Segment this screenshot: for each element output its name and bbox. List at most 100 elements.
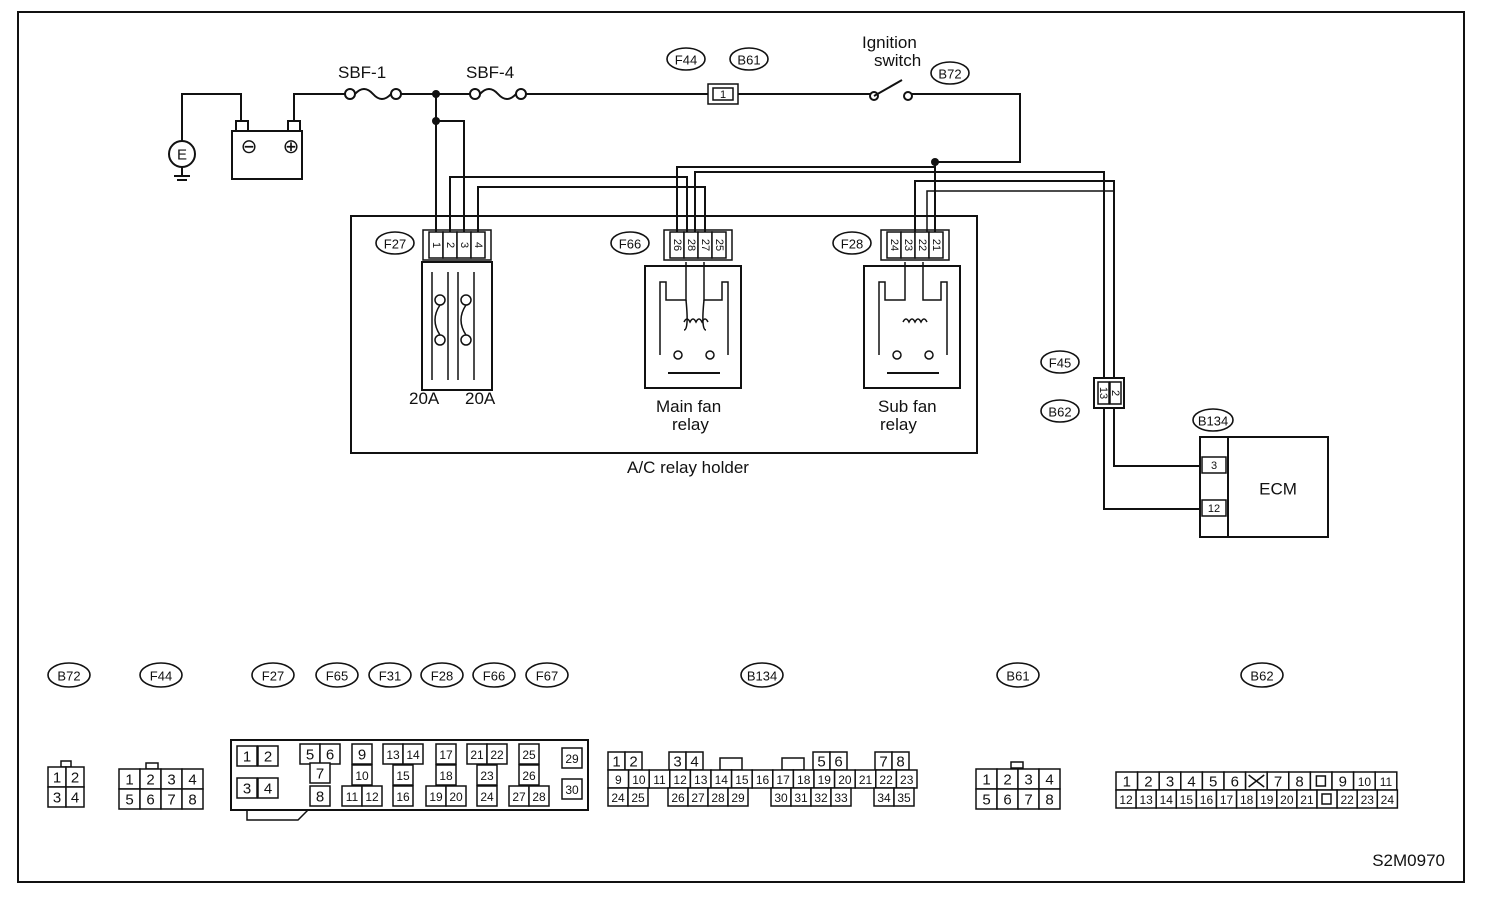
b61-key bbox=[1010, 761, 1024, 769]
b134-pin: 30 bbox=[774, 791, 788, 805]
f66-terminal-pin: 25 bbox=[713, 239, 725, 251]
inline-pin: 1 bbox=[720, 89, 726, 101]
tag-f44: F44 bbox=[666, 47, 706, 71]
f45-pin-13: 13 bbox=[1097, 387, 1109, 399]
b72-pin: 2 bbox=[71, 770, 79, 787]
relay-connector-pin: 2 bbox=[264, 749, 272, 766]
b61-cell bbox=[1038, 788, 1061, 810]
b62-pin: 23 bbox=[1361, 793, 1375, 807]
connector-tag-oval bbox=[996, 662, 1040, 688]
b62-pin: 16 bbox=[1200, 793, 1214, 807]
fuse-sbf1-label: SBF-1 bbox=[338, 63, 386, 82]
tag-b62-mid: B62 bbox=[1040, 399, 1080, 423]
b62-pin: 24 bbox=[1381, 793, 1395, 807]
relay-connector-pin: 21 bbox=[470, 748, 484, 762]
f44-pin: 4 bbox=[188, 772, 196, 789]
b62-pin: 1 bbox=[1123, 774, 1131, 791]
f27-terminal-frame bbox=[422, 229, 492, 261]
wire-f28-to-f45-a bbox=[914, 180, 1115, 378]
f66-terminal-pin: 26 bbox=[671, 239, 683, 251]
relay-connector-pin: 4 bbox=[264, 781, 272, 798]
connector-tag-label: B62 bbox=[1250, 669, 1273, 684]
connector-tag-label: B72 bbox=[57, 669, 80, 684]
f44-pin: 7 bbox=[167, 792, 175, 809]
fuse-rating-2: 20A bbox=[465, 389, 496, 408]
main-fan-relay-label-2: relay bbox=[672, 415, 709, 434]
b134-pin: 2 bbox=[629, 754, 637, 771]
b134-pin: 6 bbox=[834, 754, 842, 771]
b134-pin: 12 bbox=[673, 773, 687, 787]
b62-pin: 11 bbox=[1380, 775, 1393, 789]
relay-connector-pin: 12 bbox=[365, 790, 379, 804]
relay-connector-cell bbox=[392, 785, 414, 807]
svg-text:F27: F27 bbox=[384, 237, 406, 252]
connector-tag-label: F27 bbox=[262, 669, 284, 684]
wire-f27-4-to-f66 bbox=[477, 186, 706, 232]
connector-f44-b61: 1 bbox=[707, 83, 739, 105]
relay-connector-cell bbox=[236, 745, 258, 767]
relay-connector-pin: 15 bbox=[396, 769, 410, 783]
battery-plus: ⊕ bbox=[283, 136, 300, 158]
f28-terminal-cell bbox=[928, 231, 944, 259]
f66-terminal-frame bbox=[663, 229, 733, 261]
b62-pin: 19 bbox=[1260, 793, 1274, 807]
b134-pin: 3 bbox=[673, 754, 681, 771]
b61-pin: 5 bbox=[982, 792, 990, 809]
connector-tag-oval bbox=[47, 662, 91, 688]
relay-connector-cell bbox=[257, 745, 279, 767]
f66-terminal-pin: 27 bbox=[699, 239, 711, 251]
connector-tag-oval bbox=[525, 662, 569, 688]
f27-terminal-cell bbox=[470, 231, 486, 259]
relay-connector-cell bbox=[486, 743, 508, 765]
battery-positive-wire bbox=[293, 93, 345, 121]
relay-connector-pin: 8 bbox=[316, 789, 324, 806]
connector-tag-oval bbox=[368, 662, 412, 688]
relay-connector-cell bbox=[476, 785, 498, 807]
f27-terminal-pin: 4 bbox=[472, 242, 484, 248]
b62-blank-slot bbox=[1315, 775, 1327, 787]
relay-connector-cell bbox=[561, 778, 583, 800]
b62-pin: 22 bbox=[1340, 793, 1354, 807]
relay-connector-pin: 20 bbox=[449, 790, 463, 804]
relay-connector-cell bbox=[402, 743, 424, 765]
tag-b134: B134 bbox=[1192, 408, 1234, 432]
b62-pin: 3 bbox=[1166, 774, 1174, 791]
relay-connector-pin: 18 bbox=[439, 769, 453, 783]
relay-connector-block bbox=[230, 739, 589, 811]
f28-terminal-pin: 22 bbox=[916, 239, 928, 251]
b134-pin: 25 bbox=[631, 791, 645, 805]
connector-tag-label: F44 bbox=[150, 669, 172, 684]
b72-pin: 1 bbox=[53, 770, 61, 787]
svg-text:F28: F28 bbox=[841, 237, 863, 252]
relay-connector-pin: 22 bbox=[490, 748, 504, 762]
relay-connector-pin: 14 bbox=[406, 748, 420, 762]
ac-relay-holder-label: A/C relay holder bbox=[627, 458, 749, 477]
relay-connector-pin: 24 bbox=[480, 790, 494, 804]
b61-pin: 8 bbox=[1045, 792, 1053, 809]
relay-connector-pin: 29 bbox=[565, 752, 579, 766]
tag-b61: B61 bbox=[729, 47, 769, 71]
relay-connector-cell bbox=[309, 785, 331, 807]
b62-cell bbox=[1376, 789, 1399, 809]
f45-pin-2: 2 bbox=[1109, 390, 1121, 396]
b62-blank-mark bbox=[1248, 774, 1265, 788]
relay-connector-cell bbox=[518, 764, 540, 786]
tag-f28-holder: F28 bbox=[832, 231, 872, 255]
b134-pin: 8 bbox=[896, 754, 904, 771]
tag-f27-holder: F27 bbox=[375, 231, 415, 255]
b62-pin: 5 bbox=[1209, 774, 1217, 791]
relay-connector-cell bbox=[361, 785, 383, 807]
b134-pin: 35 bbox=[897, 791, 911, 805]
wire-f27-2-to-f66 bbox=[449, 176, 688, 232]
f27-terminal-pin: 3 bbox=[458, 242, 470, 248]
connector-tag-oval bbox=[472, 662, 516, 688]
connector-f45-b62: 13 2 bbox=[1093, 377, 1125, 409]
b72-key bbox=[60, 760, 72, 768]
connector-tag-oval bbox=[251, 662, 295, 688]
b134-pin: 11 bbox=[653, 773, 666, 787]
